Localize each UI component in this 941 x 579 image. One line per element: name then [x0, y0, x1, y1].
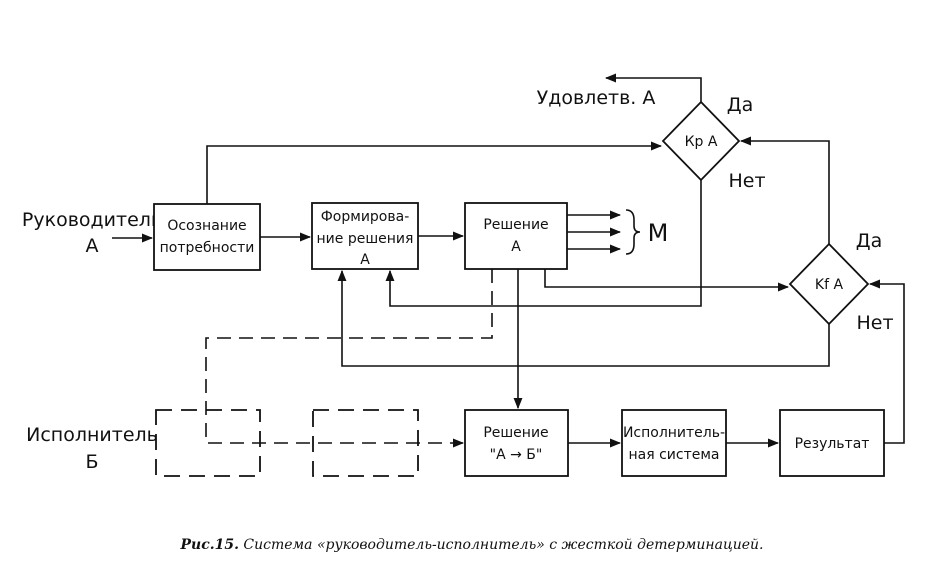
awareness-box: [153, 203, 261, 271]
leader-label: Руководитель: [22, 209, 162, 231]
decision-ab-text-1: Решение: [483, 425, 548, 441]
line-decision-to-kf: [544, 269, 790, 292]
exec-system-text-1: Исполнитель-: [623, 425, 725, 441]
caption-text: Система «руководитель-исполнитель» с жес…: [239, 537, 764, 553]
forming-text-3: А: [360, 252, 370, 268]
kf-no-label: Нет: [856, 312, 893, 334]
forming-text-1: Формирова-: [321, 209, 410, 225]
forming-text-2: ние решения: [317, 231, 414, 247]
figure-caption: Рис.15. Система «руководитель-исполнител…: [179, 537, 763, 553]
kr-no-label: Нет: [728, 170, 765, 192]
satisfied-label: Удовлетв. А: [537, 87, 656, 109]
kr-yes-label: Да: [727, 94, 754, 116]
kr-diamond-label: Кр A: [685, 134, 718, 150]
decision-a-text-1: Решение: [483, 217, 548, 233]
awareness-text-1: Осознание: [167, 218, 246, 234]
result-text: Результат: [795, 436, 870, 452]
decision-ab-text-2: "А → Б": [490, 447, 543, 463]
line-kr-to-satisfied: [604, 73, 702, 102]
line-result-to-kf: [868, 279, 905, 444]
result-box: [779, 409, 885, 477]
executor-label: Исполнитель: [26, 424, 158, 446]
exec-system-text-2: ная система: [628, 447, 719, 463]
awareness-text-2: потребности: [160, 240, 255, 256]
kf-diamond-label: Kf A: [815, 277, 844, 293]
decision-a-text-2: А: [511, 239, 521, 255]
line-awareness-to-kr: [206, 141, 663, 204]
decision-a-box: [464, 202, 568, 270]
dashed-decision-to-executor: [205, 269, 493, 448]
m-label: М: [648, 219, 669, 247]
caption-prefix: Рис.15.: [179, 537, 238, 553]
line-kr-no-to-forming: [385, 180, 702, 307]
m-brace: [625, 209, 641, 255]
kf-yes-label: Да: [856, 230, 883, 252]
decision-ab-box: [464, 409, 569, 477]
executor-label-b: Б: [85, 451, 98, 473]
line-kf-yes-to-kr: [739, 136, 830, 244]
leader-label-a: А: [86, 235, 99, 257]
line-kf-no-to-forming: [337, 269, 830, 367]
exec-system-box: [621, 409, 727, 477]
